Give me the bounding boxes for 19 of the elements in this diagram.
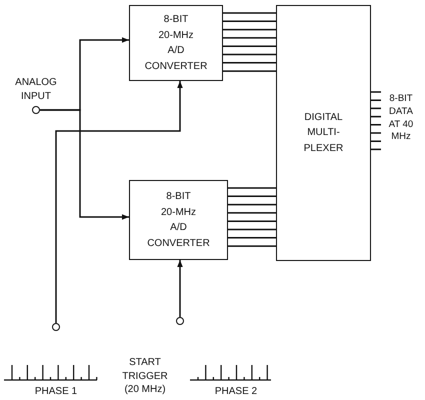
terminal-circle [176,317,184,325]
terminal-circle [52,323,60,331]
trigger-label: START TRIGGER (20 MHz) [121,356,169,396]
data-bus-lines [227,187,277,247]
block-box [129,180,228,260]
block-label: 8-BIT 20-MHz A/D CONVERTER [146,190,211,250]
output-label: 8-BIT DATA AT 40 MHz [388,93,414,144]
terminal-circle [32,106,40,114]
signal-arrow [177,260,183,317]
terminal-label: ANALOG INPUT [14,76,58,103]
signal-arrow [40,109,129,220]
block-box [276,5,371,261]
phase-label: PHASE 1 [34,385,78,398]
signal-arrow [55,81,183,323]
data-bus-lines [222,12,277,72]
phase-label: PHASE 2 [214,385,258,398]
block-label: DIGITAL MULTI- PLEXER [302,110,344,156]
block-box [129,5,223,81]
block-label: 8-BIT 20-MHz A/D CONVERTER [144,13,208,74]
